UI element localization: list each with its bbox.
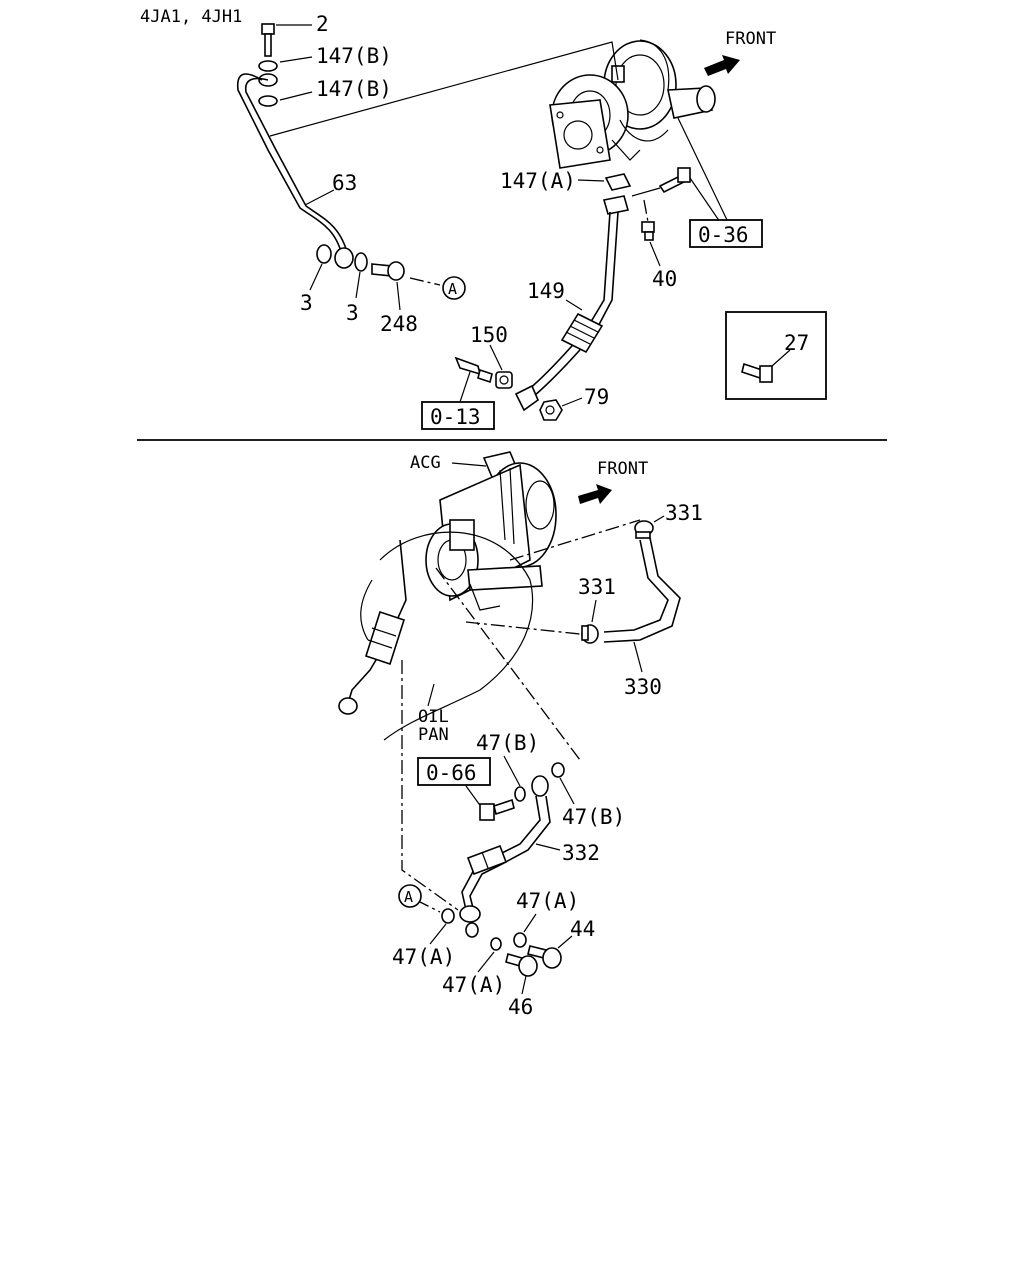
turbocharger (549, 39, 716, 169)
washer-47b-right (551, 762, 565, 778)
banjo-fitting (334, 247, 354, 269)
label-331-top: 331 (665, 501, 703, 525)
engine-model-header: 4JA1, 4JH1 (140, 7, 242, 27)
washer-47b-left (514, 786, 526, 802)
lower-assembly: FRONT ACG OIL PAN (338, 451, 703, 1019)
oil-pan-outline (379, 531, 534, 741)
label-147a: 147(A) (500, 169, 576, 193)
ref-013-text: 0-13 (430, 405, 481, 429)
label-147b-2: 147(B) (316, 77, 392, 101)
bolt-248 (371, 261, 405, 281)
bolt-44 (527, 945, 562, 969)
oil-pipe-63 (236, 73, 343, 256)
front-arrow-lower-icon (578, 484, 612, 504)
washer-147b-upper (258, 60, 278, 72)
label-63: 63 (332, 171, 357, 195)
label-2: 2 (316, 12, 329, 36)
ref-066-text: 0-66 (426, 761, 477, 785)
label-27: 27 (784, 331, 809, 355)
oil-pan-label-2: PAN (418, 725, 449, 745)
washer-47a-left (441, 908, 455, 924)
bolt-40 (641, 221, 655, 241)
label-330: 330 (624, 675, 662, 699)
washer-3-right (354, 252, 368, 272)
label-248: 248 (380, 312, 418, 336)
label-332: 332 (562, 841, 600, 865)
washer-147b-lower (258, 95, 278, 107)
flange-149 (602, 195, 630, 215)
reference-box-066 (417, 757, 491, 786)
inset-box-27 (725, 311, 827, 400)
label-46: 46 (508, 995, 533, 1019)
bolt-46 (505, 953, 538, 977)
label-47a-bottom: 47(A) (442, 973, 505, 997)
bolt-27 (741, 362, 773, 383)
banjo-fitting-332-bottom (459, 905, 481, 923)
gasket-147a (604, 173, 632, 191)
oil-pan-label-1: OIL (418, 707, 449, 727)
label-149: 149 (527, 279, 565, 303)
label-40: 40 (652, 267, 677, 291)
label-3-right: 3 (346, 301, 359, 325)
front-arrow-upper-icon (704, 55, 740, 76)
hose-149 (560, 312, 604, 354)
nut-79 (539, 399, 563, 421)
banjo-bolt-upper (479, 798, 515, 821)
bolt-2 (261, 23, 275, 57)
label-3-left: 3 (300, 291, 313, 315)
washer-47a-right (513, 932, 527, 948)
hose-332 (466, 844, 508, 876)
front-label-lower: FRONT (597, 459, 648, 479)
label-47a-top: 47(A) (516, 889, 579, 913)
label-331-mid: 331 (578, 575, 616, 599)
washer-3-left (316, 244, 332, 264)
banjo-fitting-332-top (531, 775, 549, 797)
stud-bolt (454, 356, 493, 384)
label-47b-top: 47(B) (476, 731, 539, 755)
front-label-upper: FRONT (725, 29, 776, 49)
label-44: 44 (570, 917, 595, 941)
circle-a-label-lower: A (404, 888, 413, 906)
circle-a-label-upper: A (448, 280, 457, 298)
ref-036-text: 0-36 (698, 223, 749, 247)
pipe-end-149 (514, 384, 539, 412)
clamp-331-top (634, 520, 654, 539)
label-150: 150 (470, 323, 508, 347)
washer-47a-bottom (490, 937, 502, 951)
cable-sleeve (364, 610, 406, 666)
label-47a-left: 47(A) (392, 945, 455, 969)
vacuum-hose-330 (603, 539, 669, 633)
clamp-331-mid (581, 624, 599, 644)
reference-circle-a-lower (398, 884, 422, 908)
reference-circle-a-upper (442, 276, 466, 300)
upper-assembly: FRONT 2 147(B) (236, 12, 827, 430)
label-acg: ACG (410, 453, 441, 473)
alternator-acg (425, 451, 557, 611)
label-79: 79 (584, 385, 609, 409)
reference-box-036 (689, 219, 763, 248)
reference-box-013 (421, 401, 495, 430)
nut-150 (495, 371, 513, 389)
label-147b-1: 147(B) (316, 44, 392, 68)
label-47b-right: 47(B) (562, 805, 625, 829)
